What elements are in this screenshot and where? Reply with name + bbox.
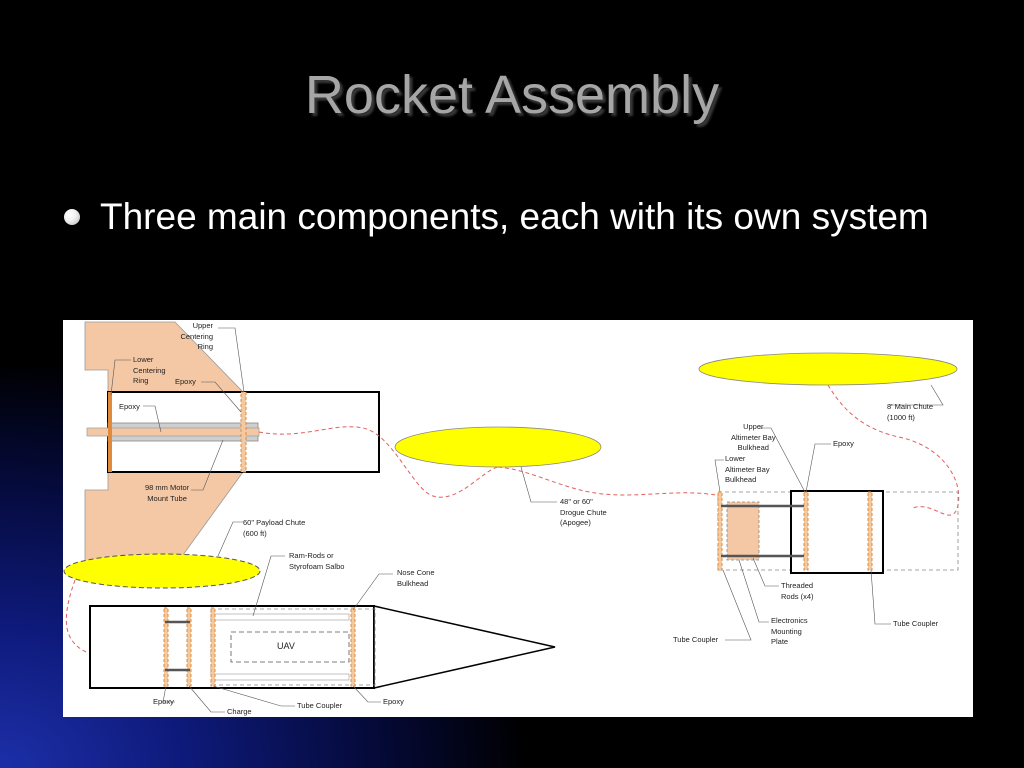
leader-epoxy-bottom-right (352, 685, 381, 703)
label-electronics-mounting-plate: Electronics Mounting Plate (771, 616, 808, 646)
leader-tube-coupler-left (722, 569, 752, 641)
label-epoxy-top: Epoxy (175, 377, 196, 386)
lower-altimeter-bulkhead (717, 491, 723, 571)
label-charge: Charge (227, 707, 252, 716)
leader-tube-coupler-right (870, 569, 891, 625)
payload-chute (63, 553, 261, 589)
bullet-item: Three main components, each with its own… (64, 192, 984, 242)
leader-payload-chute (217, 521, 243, 557)
leader-ram-rods (252, 555, 285, 617)
charge-bulkhead-1 (163, 607, 169, 687)
label-uav: UAV (277, 641, 295, 651)
diagram-drawing (63, 321, 960, 713)
uav-box (230, 631, 350, 663)
leader-main-chute (889, 384, 944, 406)
booster-section (84, 321, 380, 567)
label-ram-rods: Ram-Rods or Styrofoam Salbo (289, 551, 345, 571)
lower-centering-ring (108, 392, 112, 472)
drogue-chute (394, 426, 602, 468)
nose-cone-bulkhead (350, 607, 356, 687)
electronics-plate (726, 501, 760, 561)
label-upper-altimeter-bay-bulkhead: Upper Altimeter Bay Bulkhead (731, 422, 776, 452)
leader-threaded-rods (752, 557, 779, 587)
label-tube-coupler-left: Tube Coupler (673, 635, 719, 644)
label-lower-altimeter-bay-bulkhead: Lower Altimeter Bay Bulkhead (725, 454, 770, 484)
leader-nose-cone-bulkhead (352, 573, 393, 611)
leader-epoxy-avbay (805, 443, 831, 493)
leader-electronics-plate (738, 559, 769, 623)
charge-bulkhead-2 (186, 607, 192, 687)
leader-upper-centering-ring (218, 327, 245, 393)
shock-cord-main-avbay (827, 384, 960, 516)
label-tube-coupler-payload: Tube Coupler (297, 701, 343, 710)
bullet-text: Three main components, each with its own… (100, 196, 929, 237)
upper-centering-ring (240, 391, 247, 473)
leader-upper-avbay (759, 427, 806, 493)
bullet-dot-icon (64, 209, 80, 225)
label-payload-chute: 60" Payload Chute (600 ft) (243, 518, 306, 538)
label-epoxy-bottom-right: Epoxy (383, 697, 404, 706)
leader-tube-coupler-payload (212, 685, 295, 707)
leader-drogue-chute (520, 466, 557, 503)
leader-epoxy-inner (143, 405, 162, 433)
coupler-ring (210, 607, 216, 687)
leader-epoxy-bottom-left (162, 685, 175, 703)
label-motor-mount-tube: 98 mm Motor Mount Tube (145, 483, 190, 503)
rocket-assembly-diagram: Upper Centering Ring Lower Centering Rin… (63, 320, 973, 717)
payload-body-tube (89, 605, 375, 689)
leader-lower-avbay (714, 459, 724, 493)
slide-title: Rocket Assembly (304, 65, 720, 125)
label-epoxy-avbay: Epoxy (833, 439, 854, 448)
payload-section (89, 555, 556, 713)
label-epoxy-inner: Epoxy (119, 402, 140, 411)
label-epoxy-bottom-left: Epoxy (153, 697, 174, 706)
label-main-chute: 8' Main Chute (1000 ft) (887, 402, 934, 422)
label-upper-centering-ring: Upper Centering Ring (180, 321, 213, 351)
avbay-epoxy-ring (867, 491, 873, 571)
label-nose-cone-bulkhead: Nose Cone Bulkhead (397, 568, 435, 588)
motor-mount-tube-end (86, 427, 260, 437)
avionics-bay-section (714, 427, 959, 641)
main-chute (698, 352, 958, 386)
label-drogue-chute: 48" or 60" Drogue Chute (Apogee) (560, 497, 607, 527)
leader-charge (188, 685, 225, 713)
leader-lower-centering-ring (110, 359, 131, 396)
label-threaded-rods: Threaded Rods (x4) (781, 581, 814, 601)
leader-motor-mount (191, 439, 224, 491)
shock-cord-booster-drogue (258, 426, 499, 498)
nose-cone (373, 605, 556, 689)
shock-cord-drogue-avbay (497, 466, 722, 497)
label-tube-coupler-right: Tube Coupler (893, 619, 939, 628)
label-lower-centering-ring: Lower Centering Ring (133, 355, 166, 385)
leader-epoxy-top (201, 381, 242, 413)
upper-altimeter-bulkhead (803, 491, 809, 571)
